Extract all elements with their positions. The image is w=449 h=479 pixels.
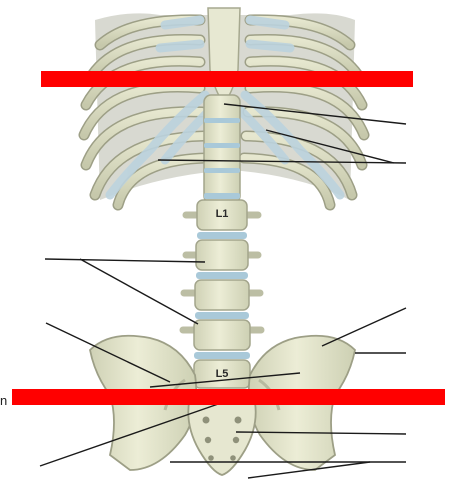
lumbar-vertebrae [183,200,261,388]
vertebra-label-l5: L5 [216,368,229,380]
leader-line-left-1a [45,259,205,262]
vertebra-label-l1: L1 [216,208,229,220]
leader-line-right-3 [322,308,406,346]
edge-glyph: n [0,393,7,408]
marker-bar-lower [12,389,445,405]
marker-bar-upper [41,71,413,87]
leader-line-left-1b [80,259,198,324]
